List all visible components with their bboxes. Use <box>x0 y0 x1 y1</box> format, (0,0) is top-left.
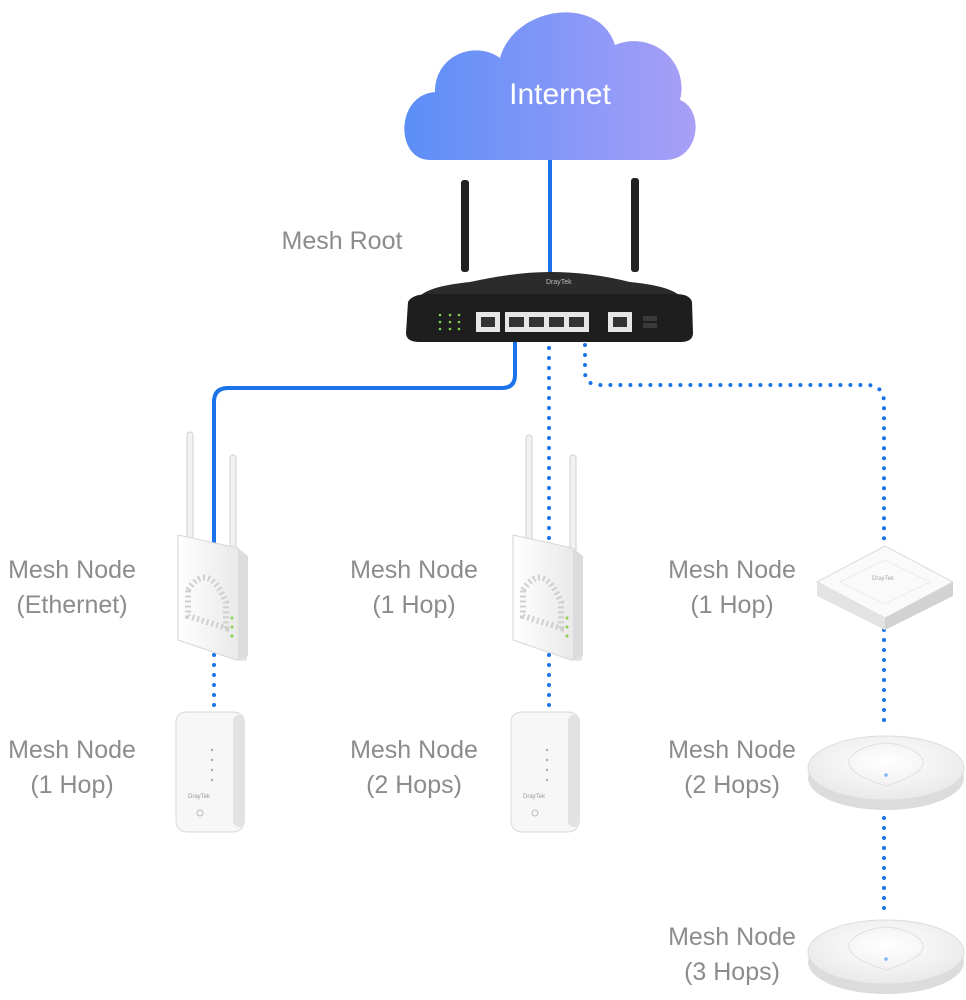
access-point-center-node <box>512 434 583 661</box>
extender-brand-logo: DrayTek <box>188 794 211 800</box>
mesh-root-label: Mesh Root <box>281 227 403 255</box>
wireless-links <box>212 343 886 914</box>
ceiling-access-point-2-hops <box>807 735 965 810</box>
mesh-node-label-right-2hops: Mesh Node(2 Hops) <box>668 736 796 799</box>
router-ethernet-ports <box>476 312 632 332</box>
wired-link-root-ethernet-node <box>212 340 517 545</box>
plug-extender-left: DrayTek <box>175 711 245 833</box>
mesh-node-label-ethernet: Mesh Node(Ethernet) <box>8 556 136 619</box>
mesh-node-label-right-3hops: Mesh Node(3 Hops) <box>668 923 796 986</box>
internet-cloud <box>404 12 696 161</box>
access-point-ethernet-node <box>177 431 248 661</box>
square-access-point-right: DrayTek <box>815 545 955 630</box>
square-ap-brand-logo: DrayTek <box>872 576 895 582</box>
mesh-node-label-right-1hop: Mesh Node(1 Hop) <box>668 556 796 619</box>
mesh-node-label-left-1hop: Mesh Node(1 Hop) <box>8 736 136 799</box>
mesh-node-label-center-1hop: Mesh Node(1 Hop) <box>350 556 478 619</box>
internet-label: Internet <box>509 78 611 111</box>
plug-extender-center: DrayTek <box>510 711 580 833</box>
wireless-link-root-node-right <box>583 343 886 562</box>
extender-brand-logo: DrayTek <box>523 794 546 800</box>
mesh-node-label-center-2hops: Mesh Node(2 Hops) <box>350 736 478 799</box>
router-mesh-root: DrayTek <box>406 178 693 342</box>
router-brand-logo: DrayTek <box>546 279 572 286</box>
ceiling-access-point-3-hops <box>807 919 965 994</box>
